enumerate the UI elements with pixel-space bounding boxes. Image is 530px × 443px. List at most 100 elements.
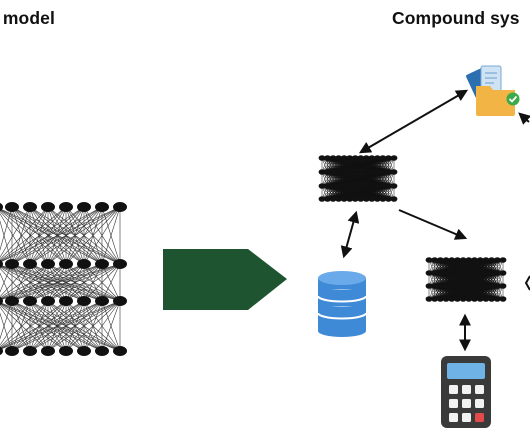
network-node xyxy=(346,196,354,202)
network-node xyxy=(95,346,109,356)
network-node xyxy=(499,270,507,276)
calculator-key xyxy=(449,413,458,422)
network-node xyxy=(346,155,354,161)
network-node xyxy=(351,155,359,161)
network-node xyxy=(436,296,444,302)
network-node xyxy=(448,296,456,302)
network-node xyxy=(340,196,348,202)
network-node xyxy=(95,202,109,212)
network-node xyxy=(351,196,359,202)
calculator-key xyxy=(449,385,458,394)
network-node xyxy=(493,283,501,289)
network-node xyxy=(379,169,387,175)
network-node xyxy=(77,202,91,212)
network-node xyxy=(482,270,490,276)
network-node xyxy=(454,283,461,289)
network-node xyxy=(59,202,73,212)
network-node xyxy=(113,259,127,269)
network-node xyxy=(95,296,109,306)
calculator-key xyxy=(475,413,484,422)
network-node xyxy=(23,202,37,212)
network-node xyxy=(335,155,343,161)
network-node xyxy=(425,257,433,263)
calculator-key xyxy=(475,385,484,394)
network-node xyxy=(0,296,3,306)
network-node xyxy=(0,259,3,269)
network-node xyxy=(431,270,439,276)
network-node xyxy=(357,183,365,189)
network-node xyxy=(431,296,439,302)
network-node xyxy=(113,296,127,306)
network-node xyxy=(324,155,331,161)
network-node xyxy=(390,196,398,202)
network-node xyxy=(454,296,461,302)
network-node xyxy=(373,155,381,161)
network-node xyxy=(493,257,501,263)
network-node xyxy=(346,169,354,175)
network-node xyxy=(318,155,326,161)
network-node xyxy=(465,296,473,302)
network-node xyxy=(373,183,381,189)
network-node xyxy=(476,296,484,302)
network-node xyxy=(5,259,19,269)
network-node xyxy=(482,257,490,263)
network-node xyxy=(59,346,73,356)
small-neural-network-icon xyxy=(318,155,398,202)
network-node xyxy=(77,346,91,356)
network-node xyxy=(346,183,354,189)
network-node xyxy=(41,346,55,356)
network-node xyxy=(0,202,3,212)
network-node xyxy=(482,283,490,289)
network-node xyxy=(77,259,91,269)
network-node xyxy=(357,155,365,161)
network-node xyxy=(340,155,348,161)
network-node xyxy=(493,296,501,302)
network-node xyxy=(59,296,73,306)
calculator-key xyxy=(449,399,458,408)
network-node xyxy=(482,296,490,302)
network-node xyxy=(442,257,450,263)
neural-network-icon xyxy=(0,202,127,356)
network-node xyxy=(465,270,473,276)
network-node xyxy=(442,296,450,302)
network-node xyxy=(459,283,467,289)
network-node xyxy=(499,257,507,263)
network-node xyxy=(476,270,484,276)
network-node xyxy=(368,155,376,161)
network-node xyxy=(476,257,484,263)
network-node xyxy=(493,270,501,276)
connector-arrow xyxy=(340,210,360,259)
network-node xyxy=(379,155,387,161)
network-node xyxy=(442,270,450,276)
network-node xyxy=(59,259,73,269)
transform-arrow-icon xyxy=(163,249,287,310)
network-node xyxy=(436,283,444,289)
network-node xyxy=(385,169,392,175)
network-node xyxy=(471,283,478,289)
network-node xyxy=(41,259,55,269)
calculator-key xyxy=(462,399,471,408)
network-node xyxy=(436,257,444,263)
network-node xyxy=(0,346,3,356)
network-node xyxy=(23,259,37,269)
network-node xyxy=(41,296,55,306)
network-node xyxy=(425,296,433,302)
network-node xyxy=(390,183,398,189)
network-node xyxy=(335,183,343,189)
network-node xyxy=(351,183,359,189)
network-node xyxy=(385,196,392,202)
network-node xyxy=(362,196,370,202)
network-node xyxy=(442,283,450,289)
network-node xyxy=(41,202,55,212)
network-node xyxy=(335,169,343,175)
small-neural-network-icon xyxy=(425,257,507,302)
network-node xyxy=(436,270,444,276)
network-node xyxy=(465,283,473,289)
network-node xyxy=(357,196,365,202)
connector-arrow-partial xyxy=(524,275,530,291)
network-node xyxy=(488,270,496,276)
network-node xyxy=(459,270,467,276)
network-node xyxy=(373,169,381,175)
network-node xyxy=(471,257,478,263)
network-node xyxy=(448,283,456,289)
